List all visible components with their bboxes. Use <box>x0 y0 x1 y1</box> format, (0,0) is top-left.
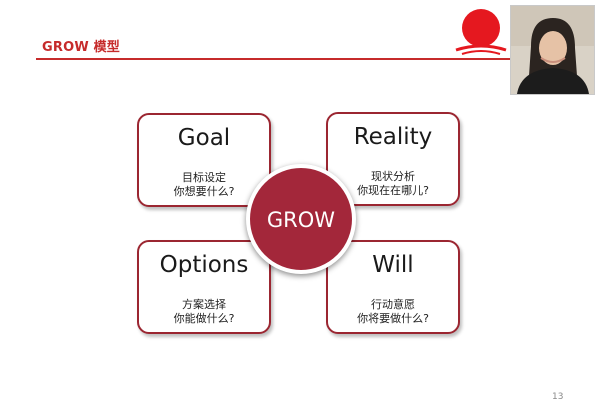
red-sun-logo-icon <box>455 9 507 55</box>
options-description: 方案选择 你能做什么? <box>139 298 269 326</box>
goal-card: Goal 目标设定 你想要什么? <box>137 113 271 207</box>
reality-description: 现状分析 你现在在哪儿? <box>328 170 458 198</box>
person-avatar-icon <box>511 6 594 94</box>
reality-line-2: 你现在在哪儿? <box>357 184 429 197</box>
participant-video-thumbnail[interactable] <box>510 5 595 95</box>
goal-line-2: 你想要什么? <box>173 185 235 198</box>
options-line-2: 你能做什么? <box>173 312 235 325</box>
will-title: Will <box>372 252 414 278</box>
title-divider <box>36 58 516 60</box>
options-line-1: 方案选择 <box>182 298 226 311</box>
options-title: Options <box>159 252 249 278</box>
goal-title: Goal <box>177 125 231 151</box>
will-card: Will 行动意愿 你将要做什么? <box>326 240 460 334</box>
will-line-1: 行动意愿 <box>371 298 415 311</box>
will-line-2: 你将要做什么? <box>357 312 429 325</box>
slide-title: GROW 模型 <box>42 40 120 55</box>
goal-line-1: 目标设定 <box>182 171 226 184</box>
grow-center-circle: GROW <box>246 164 356 274</box>
page-number: 13 <box>552 392 564 402</box>
reality-line-1: 现状分析 <box>371 170 415 183</box>
options-card: Options 方案选择 你能做什么? <box>137 240 271 334</box>
goal-description: 目标设定 你想要什么? <box>139 171 269 199</box>
will-description: 行动意愿 你将要做什么? <box>328 298 458 326</box>
grow-center-label: GROW <box>266 208 336 232</box>
reality-title: Reality <box>353 124 433 150</box>
